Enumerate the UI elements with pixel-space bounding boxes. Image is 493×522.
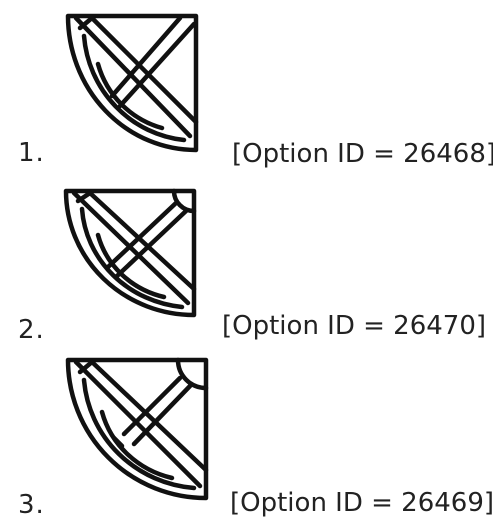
option-number: 1. [18, 138, 45, 168]
option-1[interactable]: 1. [Option ID = 26468] [0, 0, 493, 175]
option-2[interactable]: 2. [Option ID = 26470] [0, 175, 493, 350]
option-number: 2. [18, 315, 45, 345]
quarter-circle-cross-figure-3 [65, 357, 209, 501]
option-id-label: [Option ID = 26468] [232, 139, 493, 169]
quarter-circle-cross-figure-1 [65, 13, 199, 153]
option-id-label: [Option ID = 26470] [222, 311, 487, 341]
option-id-label: [Option ID = 26469] [230, 488, 493, 518]
option-3[interactable]: 3. [Option ID = 26469] [0, 350, 493, 522]
quarter-circle-cross-figure-2 [63, 188, 197, 318]
option-number: 3. [18, 490, 45, 520]
